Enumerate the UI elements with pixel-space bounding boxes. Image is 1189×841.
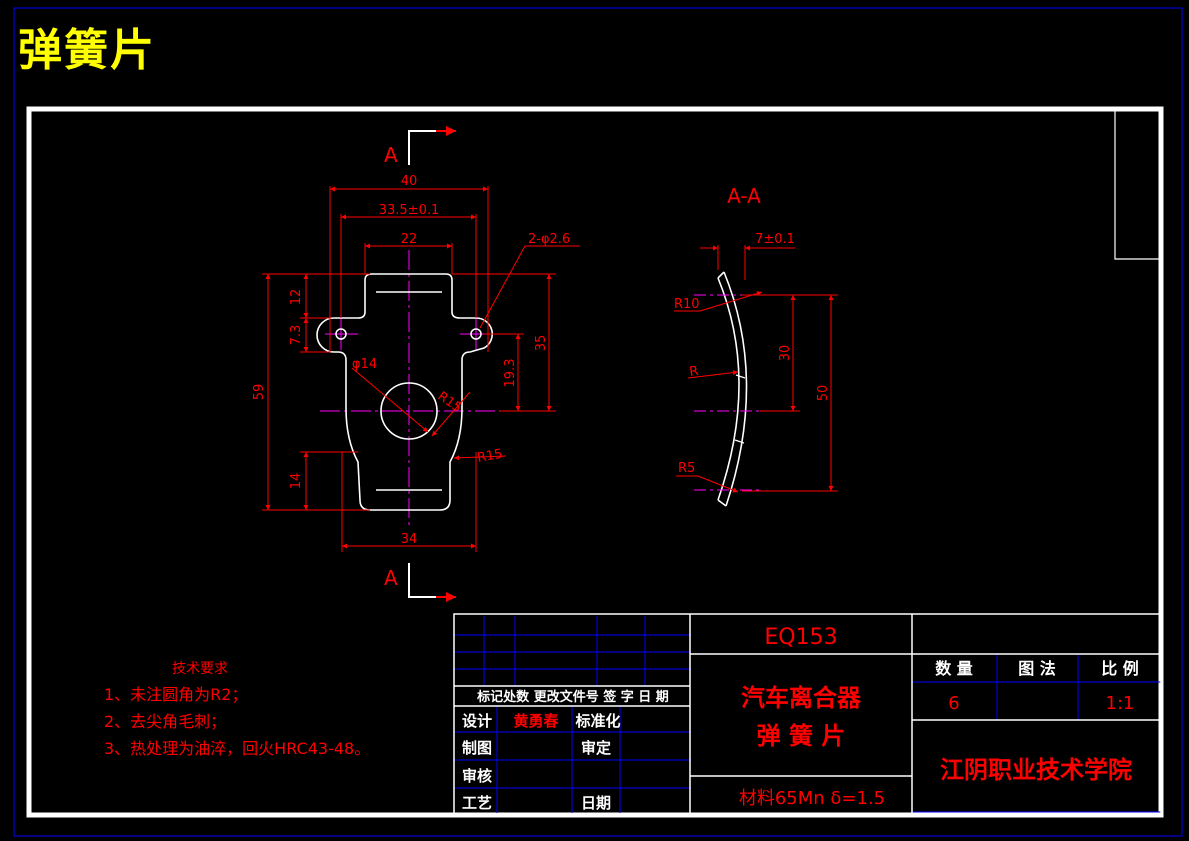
front-view: 40 33.5±0.1 22 2-φ2.6 59 12 7.3 14 35 19… xyxy=(252,126,580,602)
dim-dia14: φ14 xyxy=(352,357,377,372)
dim-59: 59 xyxy=(252,384,267,401)
header-scale: 比 例 xyxy=(1101,659,1139,678)
drawing-border xyxy=(26,106,1164,818)
label-process: 工艺 xyxy=(462,794,492,812)
tech-requirements: 技术要求 1、未注圆角为R2； 2、去尖角毛刺； 3、热处理为油淬，回火HRC4… xyxy=(104,661,370,758)
dim-7-3: 7.3 xyxy=(289,325,304,346)
label-approve: 审定 xyxy=(581,739,611,757)
dim-19-3: 19.3 xyxy=(503,359,518,388)
label-draw: 制图 xyxy=(462,739,492,757)
title-block: EQ153 汽车离合器 弹 簧 片 材料65Mn δ=1.5 数 量 图 法 比… xyxy=(453,613,1162,815)
qty-value: 6 xyxy=(948,693,959,714)
material: 材料65Mn δ=1.5 xyxy=(739,788,885,809)
part-name-line2: 弹 簧 片 xyxy=(757,722,846,750)
revision-header: 标记处数 更改文件号 签 字 日 期 xyxy=(476,689,669,705)
dim-33-5: 33.5±0.1 xyxy=(379,203,440,218)
dim-35: 35 xyxy=(534,335,549,352)
section-view: A-A xyxy=(674,184,838,507)
dim-40: 40 xyxy=(401,174,418,189)
tech-req-item-2: 2、去尖角毛刺； xyxy=(104,712,226,731)
school-name: 江阴职业技术学院 xyxy=(940,756,1132,784)
outer-frame xyxy=(13,7,1183,837)
designer-name: 黄勇春 xyxy=(513,712,558,730)
label-check: 审核 xyxy=(462,767,492,785)
section-label: A-A xyxy=(727,184,761,208)
dim-12: 12 xyxy=(289,289,304,306)
dim-22: 22 xyxy=(401,232,418,247)
sheet-title: 弹簧片 xyxy=(18,25,156,76)
header-qty: 数 量 xyxy=(935,659,973,678)
section-marker-bottom: A xyxy=(384,563,456,602)
spring-plate-outline xyxy=(316,273,494,511)
tech-req-item-3: 3、热处理为油淬，回火HRC43-48。 xyxy=(104,739,370,758)
dim-r10: R10 xyxy=(674,297,700,312)
dim-holes: 2-φ2.6 xyxy=(528,232,570,247)
dim-34: 34 xyxy=(401,532,418,547)
center-hole xyxy=(380,382,438,440)
corner-box xyxy=(1114,111,1159,260)
tech-req-item-1: 1、未注圆角为R2； xyxy=(104,685,247,704)
dim-r: R xyxy=(688,364,699,380)
label-date: 日期 xyxy=(581,794,611,812)
tech-req-title: 技术要求 xyxy=(172,661,228,677)
marker-a-top: A xyxy=(384,143,398,167)
dim-50: 50 xyxy=(816,385,831,402)
drawing-number: EQ153 xyxy=(764,625,837,650)
dim-14: 14 xyxy=(289,473,304,490)
dim-thickness: 7±0.1 xyxy=(755,232,795,247)
label-design: 设计 xyxy=(462,712,492,730)
dim-r15-outer: R15 xyxy=(476,447,504,466)
hole-right xyxy=(470,328,482,340)
dim-r5: R5 xyxy=(678,461,695,476)
hole-left xyxy=(335,328,347,340)
header-drawing-method: 图 法 xyxy=(1018,659,1056,678)
marker-a-bottom: A xyxy=(384,566,398,590)
label-standardize: 标准化 xyxy=(574,712,620,730)
dim-30: 30 xyxy=(778,345,793,362)
section-marker-top: A xyxy=(384,126,456,167)
part-name-line1: 汽车离合器 xyxy=(741,684,862,712)
dim-r15-inner: R15 xyxy=(435,389,465,416)
scale-value: 1:1 xyxy=(1106,693,1135,714)
